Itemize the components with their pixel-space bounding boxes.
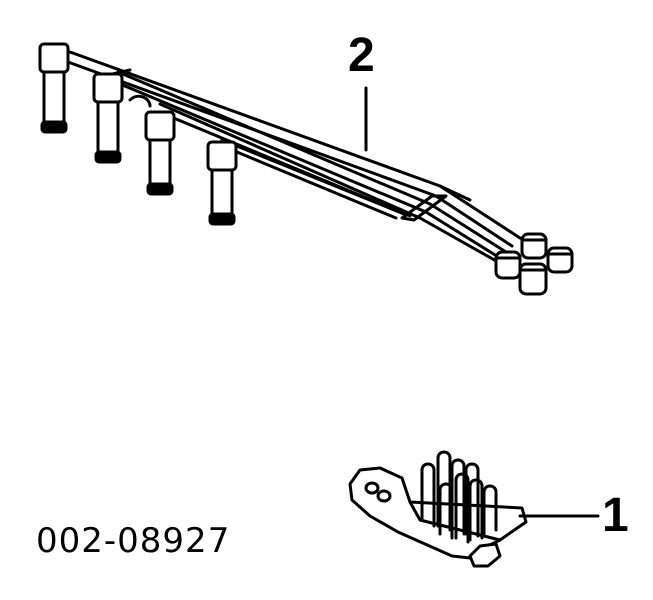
callout-number-1: 1	[602, 489, 629, 542]
spark-plug-boot-4	[206, 140, 238, 226]
coil-bracket	[348, 450, 528, 568]
coil-connector-cluster	[494, 232, 574, 296]
spark-plug-boot-3	[144, 110, 176, 196]
figure-code: 002-08927	[36, 521, 231, 561]
wire-harness	[66, 50, 522, 264]
callout-number-2: 2	[348, 29, 375, 82]
spark-plug-wire-set	[38, 42, 574, 296]
spark-plug-boot-2	[92, 72, 124, 164]
spark-plug-boot-1	[38, 42, 70, 134]
